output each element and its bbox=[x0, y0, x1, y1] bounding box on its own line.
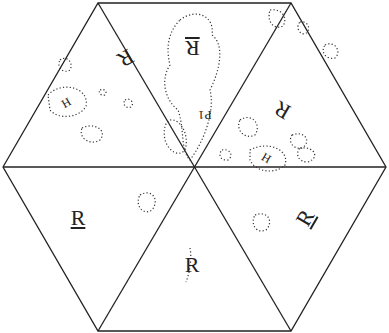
etch-figures bbox=[48, 10, 338, 282]
figure-mark: H bbox=[59, 96, 73, 111]
sector-letter: R bbox=[71, 207, 86, 229]
figure-mark: P1 bbox=[198, 109, 212, 122]
sector-letter: R bbox=[270, 97, 294, 123]
hexagon-outline bbox=[3, 3, 386, 331]
figure-mark: H bbox=[259, 151, 273, 166]
sector-letter: R bbox=[185, 37, 200, 59]
sector-letter: R bbox=[113, 45, 137, 71]
sector-letter: R bbox=[292, 206, 318, 230]
sector-letter: R bbox=[185, 254, 200, 276]
